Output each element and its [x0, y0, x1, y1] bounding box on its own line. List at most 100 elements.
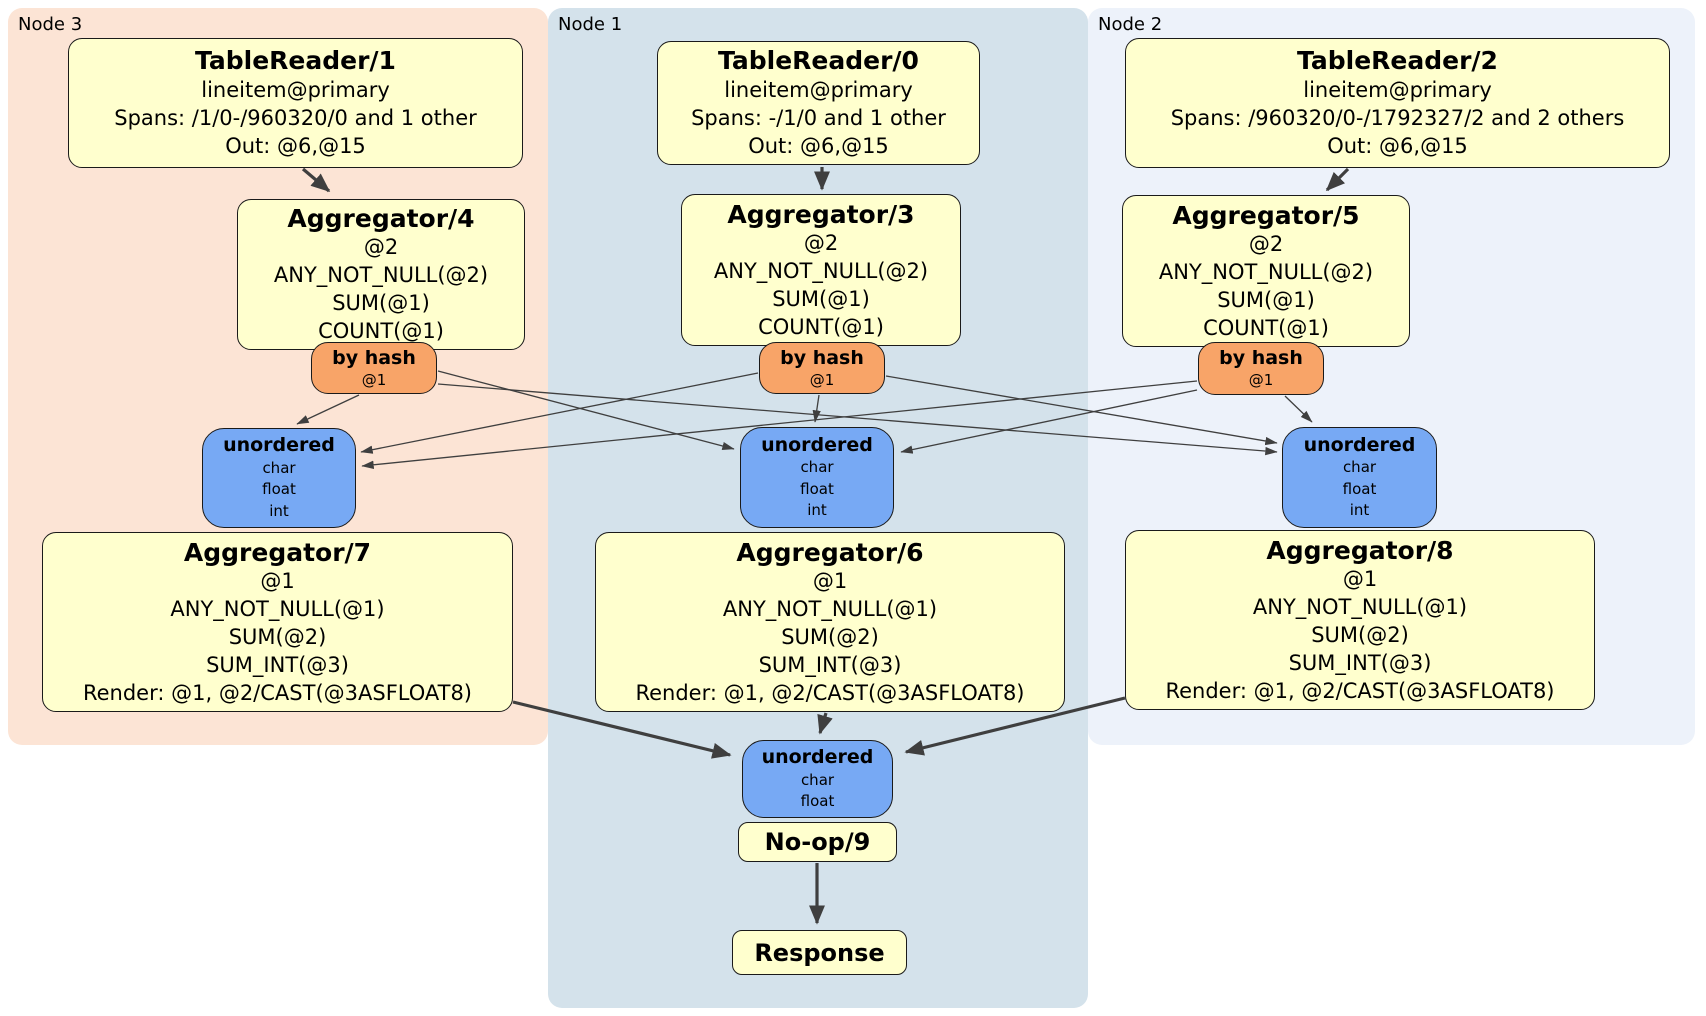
aggregator-7-fn: ANY_NOT_NULL(@1)	[170, 596, 385, 621]
aggregator-4-fn: COUNT(@1)	[318, 319, 444, 344]
edge-aggregator8-unordered-final	[904, 696, 1126, 756]
hash-router-node3-title: by hash	[332, 346, 416, 369]
aggregator-7-render: Render: @1, @2/CAST(@3ASFLOAT8)	[82, 680, 473, 705]
aggregator-8-group: @1	[1342, 566, 1378, 591]
edge-hash1-unordered2	[885, 375, 1278, 446]
hash-router-node2-key: @1	[1248, 371, 1274, 389]
hash-router-node2: by hash @1	[1198, 342, 1324, 395]
hash-router-node3-key: @1	[361, 370, 387, 389]
tablereader-0-out: Out: @6,@15	[748, 133, 889, 158]
aggregator-6-fn: SUM_INT(@3)	[758, 652, 902, 677]
aggregator-8-box: Aggregator/8 @1 ANY_NOT_NULL(@1) SUM(@2)…	[1125, 530, 1595, 710]
stream-type: char	[1342, 458, 1377, 477]
aggregator-6-box: Aggregator/6 @1 ANY_NOT_NULL(@1) SUM(@2)…	[595, 532, 1065, 712]
unordered-stream-node2-title: unordered	[1303, 433, 1416, 456]
unordered-stream-node1-title: unordered	[761, 433, 873, 456]
edge-hash1-unordered1	[812, 394, 821, 423]
aggregator-6-fn: ANY_NOT_NULL(@1)	[722, 596, 938, 621]
tablereader-2-title: TableReader/2	[1297, 46, 1498, 76]
aggregator-7-box: Aggregator/7 @1 ANY_NOT_NULL(@1) SUM(@2)…	[42, 532, 513, 712]
unordered-stream-node2: unordered char float int	[1282, 427, 1437, 528]
aggregator-6-title: Aggregator/6	[736, 537, 924, 567]
aggregator-7-fn: SUM(@2)	[228, 624, 327, 649]
tablereader-1-out: Out: @6,@15	[225, 133, 366, 158]
hash-router-node2-title: by hash	[1219, 347, 1303, 370]
unordered-merge-stream-title: unordered	[761, 745, 874, 768]
edge-hash2-unordered1	[900, 389, 1198, 454]
edge-aggregator6-unordered-final	[817, 712, 833, 735]
node2-region-label: Node 2	[1098, 14, 1163, 35]
aggregator-5-group: @2	[1248, 231, 1284, 256]
tablereader-1-index: lineitem@primary	[201, 77, 390, 102]
aggregator-4-fn: SUM(@1)	[332, 291, 430, 316]
edge-hash2-unordered3	[361, 380, 1198, 469]
aggregator-5-title: Aggregator/5	[1172, 200, 1360, 230]
noop-9-title: No-op/9	[764, 828, 871, 856]
stream-type: float	[1342, 479, 1377, 498]
hash-router-node1-title: by hash	[780, 346, 864, 369]
unordered-merge-stream: unordered char float	[742, 740, 893, 818]
aggregator-3-fn: COUNT(@1)	[758, 314, 884, 339]
aggregator-6-group: @1	[812, 568, 848, 593]
aggregator-3-title: Aggregator/3	[727, 199, 915, 229]
aggregator-3-group: @2	[803, 230, 839, 255]
aggregator-4-group: @2	[363, 235, 399, 260]
unordered-stream-node3: unordered char float int	[202, 428, 356, 528]
edge-tablereader2-aggregator5	[1325, 167, 1350, 192]
tablereader-1-title: TableReader/1	[195, 46, 396, 76]
aggregator-3-fn: ANY_NOT_NULL(@2)	[713, 258, 929, 283]
edge-aggregator7-unordered-final	[512, 700, 732, 759]
aggregator-8-render: Render: @1, @2/CAST(@3ASFLOAT8)	[1165, 678, 1555, 703]
tablereader-2-index: lineitem@primary	[1303, 77, 1492, 102]
edge-hash2-unordered2	[1284, 395, 1313, 423]
aggregator-4-fn: ANY_NOT_NULL(@2)	[273, 263, 489, 288]
response-box: Response	[732, 930, 907, 975]
tablereader-0-spans: Spans: -/1/0 and 1 other	[691, 105, 946, 130]
tablereader-0-index: lineitem@primary	[724, 77, 913, 102]
response-title: Response	[754, 938, 885, 967]
edge-tablereader1-aggregator4	[301, 167, 331, 193]
stream-type: char	[800, 770, 835, 789]
aggregator-4-box: Aggregator/4 @2 ANY_NOT_NULL(@2) SUM(@1)…	[237, 199, 525, 350]
edge-hash3-unordered2	[437, 383, 1278, 456]
aggregator-5-fn: SUM(@1)	[1217, 287, 1315, 312]
aggregator-5-fn: COUNT(@1)	[1203, 315, 1329, 340]
tablereader-0-title: TableReader/0	[718, 46, 919, 76]
aggregator-5-fn: ANY_NOT_NULL(@2)	[1158, 259, 1374, 284]
unordered-stream-node3-title: unordered	[223, 434, 335, 457]
hash-router-node1: by hash @1	[759, 342, 885, 394]
aggregator-5-box: Aggregator/5 @2 ANY_NOT_NULL(@2) SUM(@1)…	[1122, 195, 1410, 347]
tablereader-2-box: TableReader/2 lineitem@primary Spans: /9…	[1125, 38, 1670, 168]
hash-router-node1-key: @1	[809, 370, 835, 389]
aggregator-3-box: Aggregator/3 @2 ANY_NOT_NULL(@2) SUM(@1)…	[681, 194, 961, 346]
tablereader-1-box: TableReader/1 lineitem@primary Spans: /1…	[68, 38, 523, 168]
stream-type: char	[800, 458, 834, 477]
hash-router-node3: by hash @1	[311, 342, 437, 394]
edge-hash1-unordered3	[360, 372, 759, 454]
edge-hash3-unordered3	[296, 394, 360, 425]
edge-hash3-unordered1	[437, 370, 735, 451]
unordered-stream-node1: unordered char float int	[740, 427, 894, 528]
aggregator-8-fn: ANY_NOT_NULL(@1)	[1252, 594, 1468, 619]
aggregator-4-title: Aggregator/4	[287, 204, 475, 234]
stream-type: int	[807, 501, 827, 520]
tablereader-2-spans: Spans: /960320/0-/1792327/2 and 2 others	[1170, 105, 1625, 130]
stream-type: char	[262, 458, 296, 477]
aggregator-3-fn: SUM(@1)	[772, 286, 870, 311]
node1-region-label: Node 1	[558, 14, 623, 35]
node3-region-label: Node 3	[18, 14, 83, 35]
aggregator-7-group: @1	[260, 568, 295, 593]
aggregator-8-fn: SUM_INT(@3)	[1288, 650, 1432, 675]
stream-type: int	[269, 501, 289, 520]
stream-type: float	[262, 480, 296, 499]
aggregator-6-render: Render: @1, @2/CAST(@3ASFLOAT8)	[635, 680, 1025, 705]
aggregator-7-title: Aggregator/7	[183, 537, 372, 567]
aggregator-7-fn: SUM_INT(@3)	[206, 652, 349, 677]
aggregator-6-fn: SUM(@2)	[781, 624, 879, 649]
stream-type: int	[1349, 501, 1370, 520]
tablereader-2-out: Out: @6,@15	[1327, 133, 1468, 158]
stream-type: float	[800, 791, 835, 810]
tablereader-1-spans: Spans: /1/0-/960320/0 and 1 other	[114, 105, 477, 130]
